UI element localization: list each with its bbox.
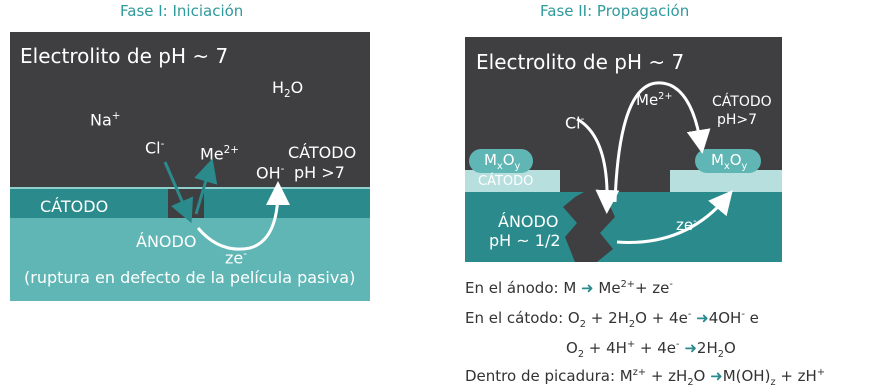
phase1-electron-arrow — [196, 181, 290, 251]
phase2-me-arrow — [613, 81, 711, 203]
phase1-cathode-left — [10, 188, 168, 218]
phase1-ph-right: pH >7 — [294, 163, 345, 182]
equation-cathode-1: En el cátodo: O2 + 2H2O + 4e- ➜4OH- e — [465, 309, 759, 330]
phase2-ph-label: pH>7 — [717, 112, 758, 128]
phase1-diagram — [10, 32, 370, 301]
phase2-oxide-left — [469, 149, 533, 173]
phase1-cl: Cl- — [145, 138, 165, 158]
phase2-me: Me2+ — [636, 91, 673, 109]
phase2-title: Fase II: Propagación — [540, 2, 690, 20]
reaction-arrow-icon: ➜ — [581, 279, 594, 297]
phase2-oxide-right-label: MxOy — [711, 151, 748, 172]
phase1-oh: OH- — [256, 163, 285, 183]
phase2-anode-label: ÁNODO — [498, 212, 559, 231]
phase2-electron-arrow — [616, 190, 733, 244]
phase1-title: Fase I: Iniciación — [120, 2, 244, 20]
phase1-ze: ze- — [225, 248, 247, 268]
phase1-na: Na+ — [90, 110, 121, 130]
phase2-oxide-left-label: MxOy — [484, 151, 521, 172]
phase2-cathode-label: CÁTODO — [712, 94, 772, 110]
phase1-cl-arrow — [163, 161, 194, 224]
phase2-oxide-right — [695, 149, 761, 173]
phase2-cl: Cl- — [565, 113, 585, 133]
phase2-cl-arrow — [576, 117, 620, 214]
phase1-electrolyte-label: Electrolito de pH ~ 7 — [20, 44, 229, 68]
phase2-passive-left — [465, 170, 560, 192]
phase2-passive-right — [670, 170, 782, 192]
equation-anode: En el ánodo: M ➜ Me2++ ze- — [465, 279, 673, 297]
phase1-me: Me2+ — [200, 144, 239, 164]
phase2-metal-top — [465, 192, 782, 198]
phase2-cathode-left-label: CÁTODO — [478, 174, 534, 189]
equation-pit: Dentro de picadura: Mz+ + zH2O ➜M(OH)z +… — [465, 367, 825, 388]
phase1-h2o: H2O — [272, 78, 304, 101]
phase1-cathode-right-label: CÁTODO — [288, 143, 357, 162]
phase1-cathode-right — [204, 188, 370, 218]
reaction-arrow-icon: ➜ — [696, 309, 709, 327]
phase2-diagram — [465, 37, 782, 262]
phase1-caption: (ruptura en defecto de la película pasiv… — [24, 268, 356, 287]
equation-cathode-2: O2 + 4H+ + 4e- ➜2H2O — [566, 339, 736, 360]
phase1-anode-label: ÁNODO — [136, 232, 197, 251]
phase2-electrolyte-label: Electrolito de pH ~ 7 — [476, 50, 685, 74]
phase2-ze: ze- — [676, 216, 697, 234]
phase1-cathode-left-label: CÁTODO — [40, 197, 109, 216]
reaction-arrow-icon: ➜ — [710, 367, 723, 385]
phase1-me-arrow — [194, 158, 218, 215]
phase2-anode-ph: pH ~ 1/2 — [489, 231, 561, 250]
reaction-arrow-icon: ➜ — [684, 339, 697, 357]
